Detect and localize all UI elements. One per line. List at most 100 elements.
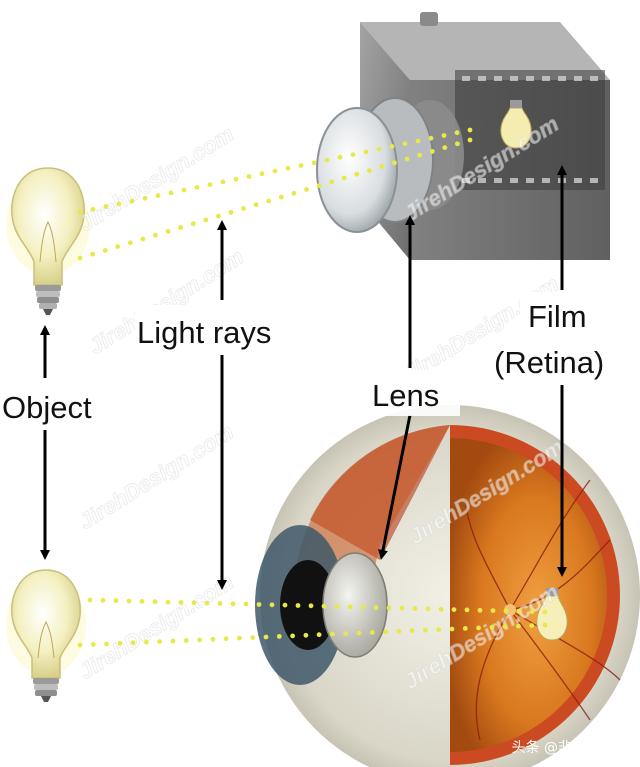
light-ray-dot (126, 598, 132, 604)
light-ray-dot (467, 127, 473, 133)
light-ray-dot (341, 175, 347, 181)
top-bulb-illustration (6, 167, 90, 315)
light-ray-dot (542, 609, 548, 615)
light-ray-dot (259, 171, 265, 177)
camera-illustration (316, 12, 610, 260)
light-ray-dot (311, 160, 317, 166)
light-ray-dot (383, 629, 388, 635)
light-ray-dot (233, 176, 239, 182)
light-ray-dot (429, 149, 435, 154)
light-ray-dot (316, 183, 322, 189)
credit-text: 头条 @非著名法医 (512, 739, 628, 756)
light-ray-dot (140, 236, 146, 242)
light-ray-dot (347, 604, 353, 610)
light-ray-dot (316, 632, 322, 638)
eye-illustration (255, 405, 640, 767)
light-ray-dot (360, 604, 366, 610)
light-ray-dots (77, 127, 548, 648)
light-ray-dot (516, 608, 522, 614)
light-ray-dot (139, 599, 145, 604)
light-ray-dot (168, 190, 174, 196)
light-ray-dot (290, 633, 295, 639)
light-ray-dot (130, 640, 136, 646)
light-ray-dot (343, 631, 349, 636)
light-ray-dot (438, 606, 444, 612)
light-ray-dot (376, 146, 382, 152)
light-ray-dot (502, 624, 508, 630)
light-ray-dot (241, 206, 246, 211)
light-ray-dot (441, 133, 447, 138)
light-ray-dot (87, 597, 93, 603)
light-ray-dot (153, 232, 158, 238)
light-ray-dot (190, 221, 196, 227)
light-ray-dot (285, 165, 291, 171)
light-ray-dot (191, 600, 197, 606)
label-light-rays: Light rays (137, 315, 271, 350)
light-ray-dot (230, 601, 236, 607)
light-ray-dot (404, 156, 410, 162)
light-ray-dot (104, 641, 109, 647)
light-ray-dot (250, 635, 256, 640)
light-ray-dot (102, 248, 108, 253)
light-ray-dot (77, 642, 83, 648)
light-ray-dot (246, 174, 252, 179)
light-ray-dot (529, 609, 535, 615)
light-ray-dot (451, 607, 457, 612)
light-ray-dot (490, 608, 496, 613)
light-ray-dot (350, 152, 356, 158)
light-ray-dot (334, 604, 340, 609)
watermark: JirehDesign.com (74, 419, 238, 534)
light-ray-dot (100, 597, 106, 603)
light-ray-dot (178, 225, 184, 230)
light-ray-dot (415, 138, 421, 144)
light-ray-dot (476, 625, 481, 631)
light-ray-dot (295, 603, 301, 608)
light-ray-dot (113, 598, 119, 604)
light-ray-dot (449, 626, 455, 632)
light-ray-dot (304, 187, 309, 192)
light-ray-dot (127, 240, 133, 246)
arrows-group (40, 165, 567, 590)
light-ray-dot (356, 630, 362, 636)
light-ray-dot (542, 622, 548, 628)
light-ray-dot (428, 135, 434, 141)
light-ray-dot (216, 213, 221, 219)
light-ray-dot (392, 160, 397, 166)
light-ray-dot (369, 630, 375, 635)
watermark: JirehDesign.com (74, 121, 238, 236)
light-ray-dot (194, 185, 200, 190)
light-ray-dot (389, 144, 395, 149)
light-ray-dot (455, 141, 460, 147)
light-ray-dot (412, 606, 418, 611)
light-ray-dot (170, 638, 176, 644)
label-retina: (Retina) (494, 345, 604, 380)
light-ray-dot (367, 168, 372, 173)
light-ray-dot (178, 600, 184, 605)
watermark: JirehDesign.com (74, 569, 238, 684)
light-ray-dot (373, 605, 379, 610)
light-ray-dot (516, 623, 521, 629)
light-ray-dot (165, 599, 171, 605)
light-ray-dot (90, 206, 96, 212)
light-ray-dot (115, 244, 121, 250)
light-ray-dot (425, 606, 431, 612)
label-lens: Lens (372, 378, 439, 413)
light-ray-dot (228, 209, 234, 215)
light-ray-dot (183, 638, 189, 643)
light-ray-dot (90, 642, 96, 647)
light-ray-dot (354, 171, 360, 177)
bottom-bulb-illustration (6, 569, 86, 702)
light-ray-dot (152, 599, 158, 605)
light-ray-dot (454, 130, 460, 136)
light-ray-dot (291, 190, 297, 196)
light-ray-dot (379, 164, 385, 170)
light-ray-dot (276, 634, 282, 639)
light-ray-dot (155, 193, 161, 199)
light-ray-dot (253, 202, 259, 208)
light-ray-dot (436, 627, 442, 632)
light-ray-dot (321, 603, 327, 609)
light-ray-dot (278, 194, 284, 200)
light-ray-dot (77, 209, 83, 215)
light-ray-dot (423, 627, 428, 633)
light-ray-dot (144, 639, 149, 645)
